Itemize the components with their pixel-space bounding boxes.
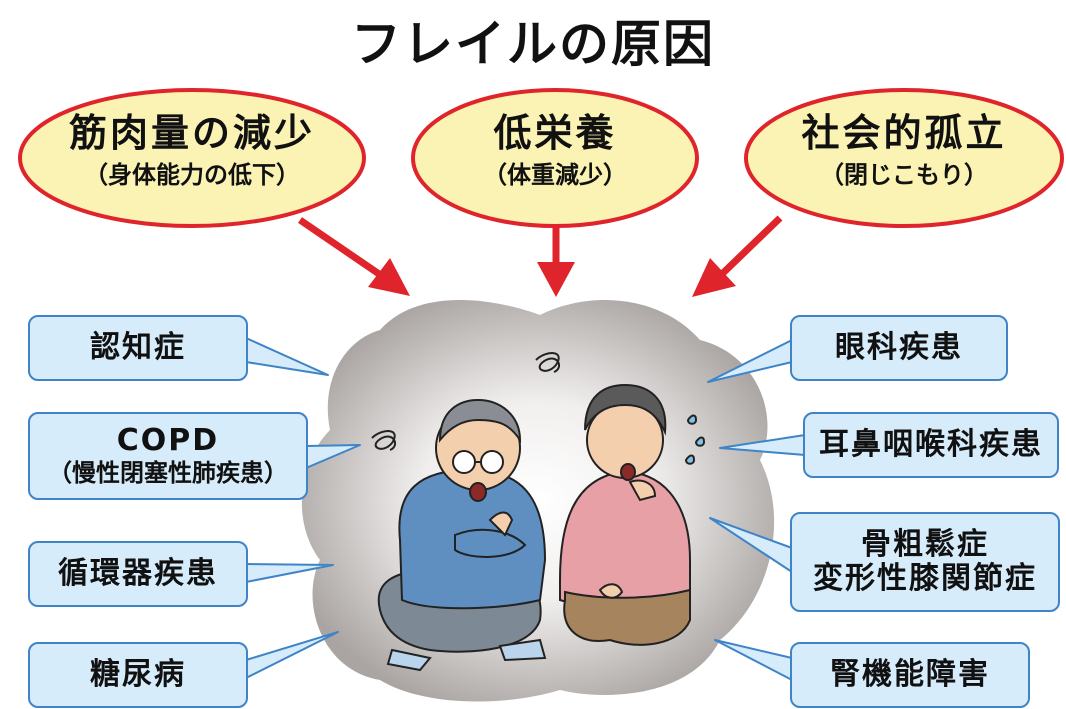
arrow-head-left [368,258,410,296]
cause-nutrition-sub: （体重減少） [483,161,627,189]
cause-isolation-sub: （閉じこもり） [820,161,988,189]
disease-box-diabetes: 糖尿病 [28,642,248,708]
disease-box-ent: 耳鼻咽喉科疾患 [803,412,1059,478]
elderly-man-figure [371,398,547,672]
arrow-head-center [537,262,575,297]
tail-copd [305,444,361,469]
tail-dementia [245,337,329,376]
oval-nutrition [411,88,699,228]
disease-box-bone: 骨粗鬆症 変形性膝関節症 [790,512,1060,612]
box-tails [245,337,806,681]
cause-nutrition: 低栄養 （体重減少） [420,112,690,190]
elderly-woman-figure [535,352,706,646]
cause-muscle-sub: （身体能力の低下） [84,161,300,189]
disease-knee-label: 変形性膝関節症 [813,561,1037,596]
cause-isolation: 社会的孤立 （閉じこもり） [756,112,1052,190]
tail-eye [707,339,793,383]
disease-bone-label: 骨粗鬆症 [861,527,989,562]
tail-kidney [714,639,793,681]
cause-isolation-main: 社会的孤立 [801,111,1007,155]
disease-copd-sub: （慢性閉塞性肺疾患） [48,459,288,487]
tail-cardio [245,563,334,583]
page-title: フレイルの原因 [351,15,715,73]
disease-copd-label: COPD [116,423,220,458]
cause-nutrition-main: 低栄養 [493,111,617,155]
disease-eye-label: 眼科疾患 [835,330,963,365]
cause-arrows [298,215,783,297]
tail-diabetes [245,631,339,679]
cause-muscle: 筋肉量の減少 （身体能力の低下） [30,112,354,190]
disease-box-cardio: 循環器疾患 [28,541,248,607]
oval-isolation [744,88,1064,228]
tail-ent [719,434,806,456]
cause-muscle-main: 筋肉量の減少 [68,111,315,155]
disease-ent-label: 耳鼻咽喉科疾患 [819,427,1043,462]
disease-kidney-label: 腎機能障害 [830,657,990,692]
disease-box-dementia: 認知症 [28,315,248,381]
disease-diabetes-label: 糖尿病 [90,657,186,692]
disease-dementia-label: 認知症 [90,330,186,365]
disease-box-eye: 眼科疾患 [790,315,1008,381]
arrow-head-right [692,258,736,297]
tail-bone [709,517,793,573]
disease-box-copd: COPD （慢性閉塞性肺疾患） [28,412,308,500]
disease-box-kidney: 腎機能障害 [790,642,1030,708]
disease-cardio-label: 循環器疾患 [58,556,218,591]
oval-muscle [18,88,366,228]
cause-ovals [18,88,1064,228]
